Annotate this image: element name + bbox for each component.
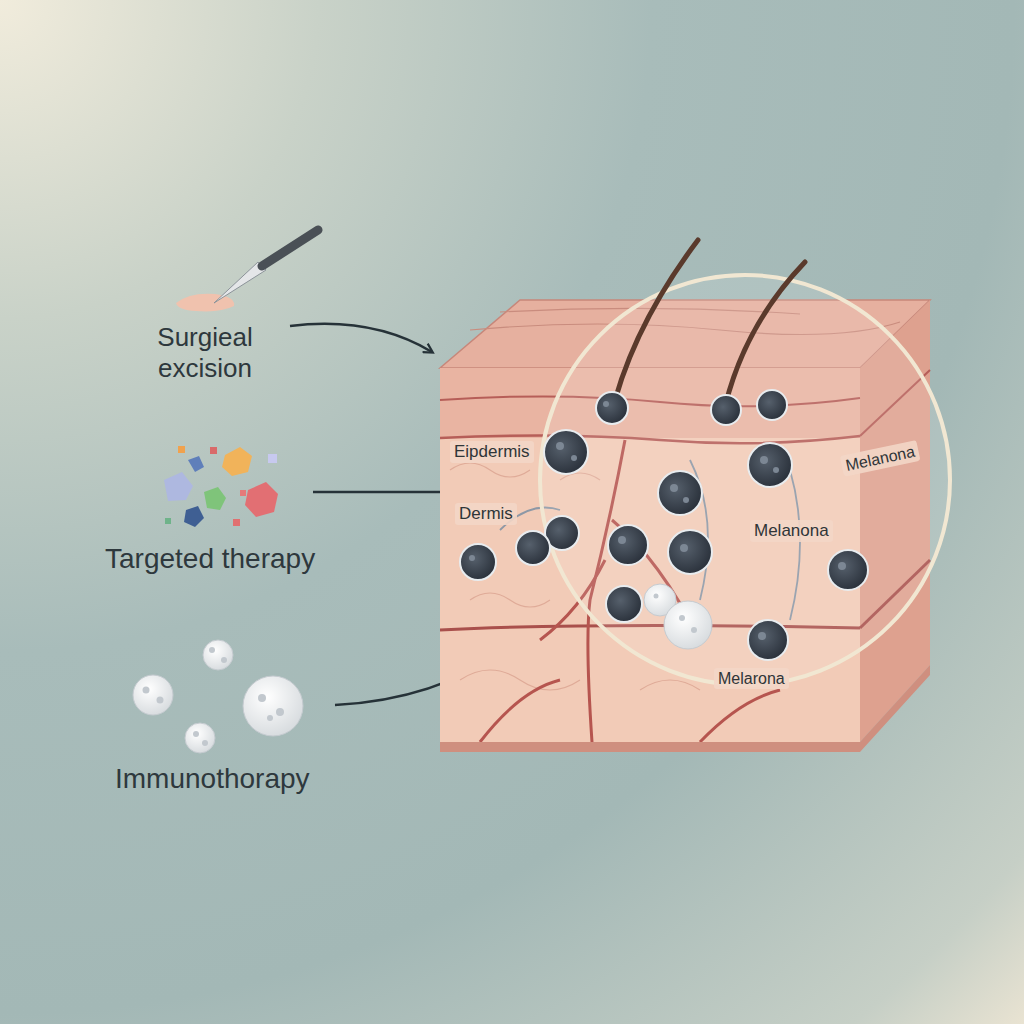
layer-label: Dermis [455, 503, 517, 525]
immune-cells [644, 584, 712, 649]
molecule-icons [164, 446, 278, 527]
melanoma-label: Melanona [840, 440, 921, 477]
melanoma-label: Melarona [714, 668, 789, 689]
magnifier-circle [540, 275, 950, 685]
treatment-label: Surgieal excision [120, 322, 290, 384]
arrow [290, 324, 432, 352]
hair [610, 240, 805, 420]
treatment-label: Immunothorapy [115, 762, 310, 796]
melanoma-cells [460, 390, 868, 660]
immune-cell-icons [133, 640, 303, 753]
layer-label: Eipdermis [450, 441, 534, 463]
scalpel-icon [176, 230, 318, 311]
treatment-label: Targeted therapy [105, 542, 315, 576]
melanoma-label: Melanona [750, 520, 833, 542]
